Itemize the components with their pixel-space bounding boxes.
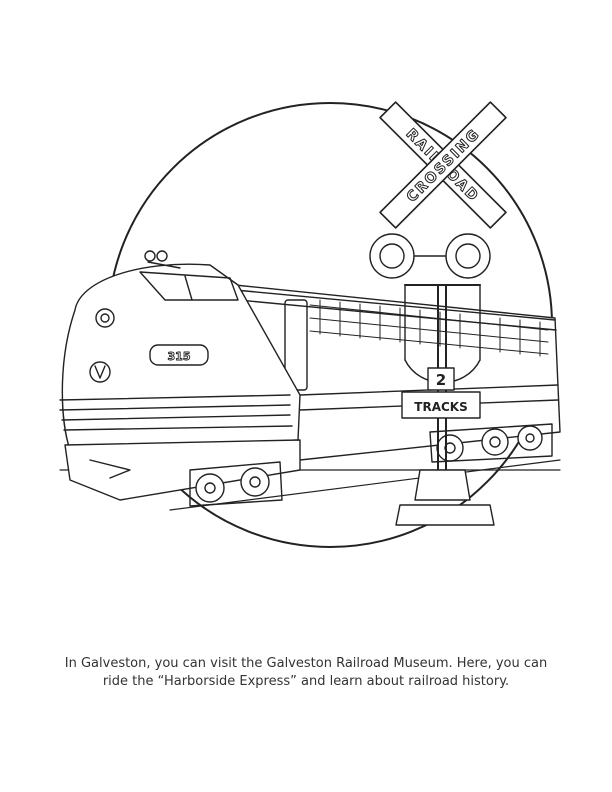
tracks-sign: 2 TRACKS: [401, 367, 481, 419]
railroad-crossbuck-sign: RAILROAD CROSSING: [379, 101, 507, 229]
front-emblem: [89, 361, 111, 383]
locomotive: 315: [59, 250, 561, 501]
signal-lamp-left: [369, 233, 415, 279]
windshield: [139, 271, 239, 301]
wheels: [189, 423, 553, 507]
caption-line-2: ride the “Harborside Express” and learn …: [102, 674, 510, 689]
tracks-count: 2: [436, 371, 446, 389]
signal-base: [414, 469, 471, 501]
side-windows: [309, 299, 549, 357]
horns: [144, 250, 181, 269]
train-crossing-illustration: 315: [59, 101, 561, 548]
headlight: [95, 308, 115, 328]
caption-line-1: In Galveston, you can visit the Galvesto…: [64, 656, 548, 671]
caption: In Galveston, you can visit the Galvesto…: [40, 655, 572, 691]
signal-lamp-right: [445, 233, 491, 279]
locomotive-number: 315: [168, 350, 191, 363]
number-board: [149, 344, 209, 366]
tracks-label: TRACKS: [414, 400, 467, 414]
